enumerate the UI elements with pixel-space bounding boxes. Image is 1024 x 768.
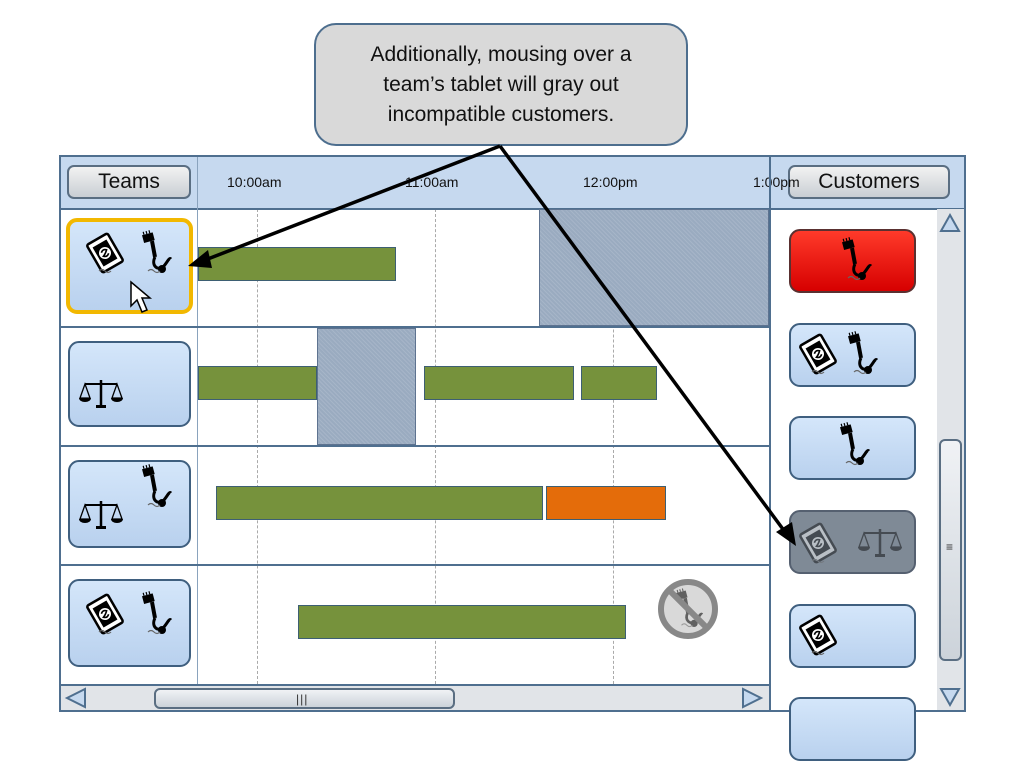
scroll-grip: ≡ <box>946 540 954 554</box>
team-tablet-2[interactable] <box>68 341 191 427</box>
unavailable-block <box>317 328 416 445</box>
teams-column-divider <box>197 157 198 684</box>
customer-tablet-5[interactable] <box>789 604 916 668</box>
no-vacuum-icon <box>658 579 718 639</box>
scheduled-job-bar[interactable] <box>581 366 657 400</box>
customer-tablet-4[interactable] <box>789 510 916 574</box>
time-label-12pm: 12:00pm <box>583 174 638 190</box>
unavailable-block <box>539 209 769 326</box>
arrow-to-customer-tablet <box>498 144 790 538</box>
team-tablet-4[interactable] <box>68 579 191 667</box>
customer-tablet-1[interactable] <box>789 229 916 293</box>
scheduled-job-bar[interactable] <box>198 366 317 400</box>
header-divider <box>61 208 964 210</box>
scroll-down-arrow-icon[interactable] <box>938 685 962 709</box>
customers-scrollbar-thumb[interactable]: ≡ <box>939 439 962 661</box>
timeline-bottom-divider <box>61 684 769 686</box>
scroll-grip: ||| <box>296 692 309 706</box>
teams-button[interactable]: Teams <box>67 165 191 199</box>
scheduled-job-bar[interactable] <box>216 486 543 520</box>
callout-text: Additionally, mousing over a team’s tabl… <box>370 42 632 126</box>
row-divider <box>61 326 769 328</box>
time-label-10am: 10:00am <box>227 174 282 190</box>
timeline-scrollbar-thumb[interactable]: ||| <box>154 688 455 709</box>
conflict-job-bar[interactable] <box>546 486 666 520</box>
scheduled-job-bar[interactable] <box>198 247 396 281</box>
scroll-up-arrow-icon[interactable] <box>938 211 962 235</box>
time-label-1pm-clip: 1:00pm <box>753 174 800 192</box>
row-divider <box>61 564 769 566</box>
customers-list <box>771 209 937 761</box>
customer-tablet-3[interactable] <box>789 416 916 480</box>
customer-tablet-6[interactable] <box>789 697 916 761</box>
arrowhead-icon <box>776 522 796 546</box>
scheduled-job-bar[interactable] <box>298 605 626 639</box>
customer-tablet-2[interactable] <box>789 323 916 387</box>
arrowhead-icon <box>188 250 212 268</box>
mouse-pointer-icon <box>130 280 153 313</box>
customers-column-divider <box>769 157 771 710</box>
scheduler-window: Teams Customers 10:00am 11:00am 12:00pm … <box>59 155 966 761</box>
row-divider <box>61 445 769 447</box>
team-tablet-1[interactable] <box>66 218 193 314</box>
annotation-callout: Additionally, mousing over a team’s tabl… <box>314 23 688 146</box>
customers-button[interactable]: Customers <box>788 165 950 199</box>
team-tablet-3[interactable] <box>68 460 191 548</box>
scroll-left-arrow-icon[interactable] <box>63 686 89 710</box>
scheduled-job-bar[interactable] <box>424 366 574 400</box>
scroll-right-arrow-icon[interactable] <box>739 686 765 710</box>
arrow-to-team-tablet <box>199 144 501 264</box>
time-label-1pm: 1:00pm <box>753 174 800 190</box>
